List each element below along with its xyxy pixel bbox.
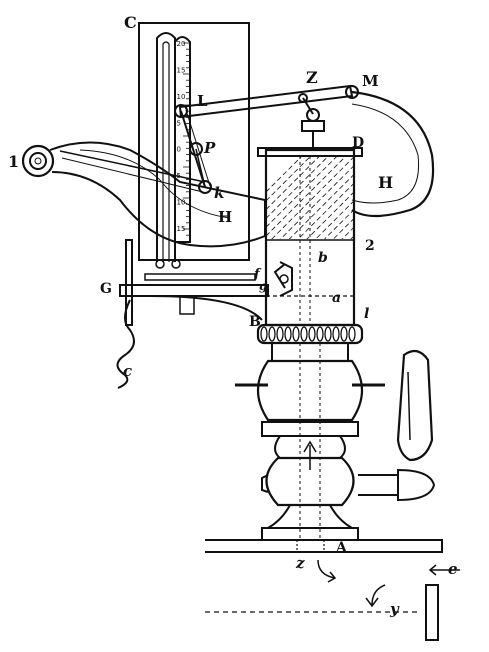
label-g: g xyxy=(259,279,267,293)
label-M: M xyxy=(362,72,379,90)
label-G: G xyxy=(100,281,112,297)
knurl-bead xyxy=(268,326,276,342)
scale-tick-label: 15 xyxy=(177,66,186,74)
scale-tick-label: 20 xyxy=(177,40,186,48)
scale-tick-label: 10 xyxy=(177,93,186,101)
wire-c xyxy=(116,299,135,389)
label-P: P xyxy=(203,139,216,157)
knurl-bead xyxy=(324,326,332,342)
label-D: D xyxy=(352,135,364,151)
label-C-top: C xyxy=(124,13,137,32)
hatch-line xyxy=(280,166,353,239)
scale-tick-label: 15 xyxy=(177,225,186,233)
base-plate xyxy=(205,539,443,553)
knurl-bead xyxy=(308,326,316,342)
valve-f-g xyxy=(273,261,293,297)
label-e: e xyxy=(448,560,458,578)
lever-bar xyxy=(174,84,359,119)
ring-knurling xyxy=(260,326,356,342)
label-Z-top: Z xyxy=(306,68,318,87)
label-c: c xyxy=(123,362,132,380)
label-y: y xyxy=(389,600,400,618)
knurl-bead xyxy=(340,326,348,342)
flow-arrows xyxy=(317,559,460,608)
hatch-line xyxy=(267,157,311,201)
label-handle-1: 1 xyxy=(8,152,19,171)
knurled-ring-B xyxy=(256,323,364,345)
label-H-hood: H xyxy=(378,173,393,192)
hood-H xyxy=(351,90,435,218)
label-l: l xyxy=(364,306,369,322)
label-a: a xyxy=(332,290,341,306)
knurl-bead xyxy=(260,326,268,342)
hatch-line xyxy=(267,157,302,192)
cylinder-hatching xyxy=(266,157,354,386)
label-L: L xyxy=(197,92,208,110)
label-A: A xyxy=(335,540,348,556)
scale-tick-label: 5 xyxy=(177,119,181,127)
label-H-arm: H xyxy=(218,208,232,226)
hatch-line xyxy=(267,157,337,227)
scale-tick-label: 10 xyxy=(177,199,186,207)
knurl-bead xyxy=(332,326,340,342)
handle-arm-1 xyxy=(21,141,266,248)
knurl-bead xyxy=(292,326,300,342)
knurl-bead xyxy=(300,326,308,342)
pivot-k xyxy=(59,150,212,194)
manometer-tube xyxy=(156,32,176,262)
tap-handle xyxy=(358,349,436,502)
hatch-line xyxy=(267,157,346,236)
hatch-line xyxy=(267,157,328,218)
knurl-bead xyxy=(284,326,292,342)
backboard xyxy=(138,22,250,261)
label-b: b xyxy=(318,250,328,266)
hatch-line xyxy=(266,298,354,386)
link-rod-Z xyxy=(301,97,325,150)
floor-line xyxy=(205,584,439,641)
lower-column xyxy=(235,342,385,541)
cylinder-body xyxy=(257,147,363,386)
label-B: B xyxy=(249,314,261,330)
bracket-G xyxy=(119,239,269,326)
hatch-line xyxy=(267,157,320,210)
knurl-bead xyxy=(316,326,324,342)
knurl-bead xyxy=(348,326,356,342)
label-k: k xyxy=(214,184,224,202)
scale-tick-label: 0 xyxy=(177,146,181,154)
label-2: 2 xyxy=(365,238,375,254)
link-rod-L-k xyxy=(180,109,211,188)
label-f: f xyxy=(253,267,262,282)
hatch-line xyxy=(271,157,353,239)
knurl-bead xyxy=(276,326,284,342)
label-z-bottom: z xyxy=(295,554,305,572)
